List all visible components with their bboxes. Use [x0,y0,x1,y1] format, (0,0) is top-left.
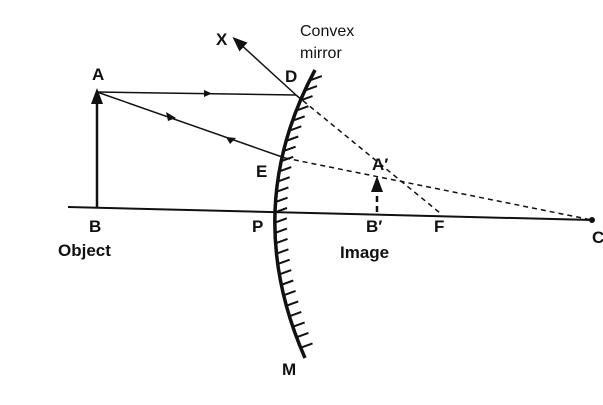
mirror-hatch-mark [286,135,299,142]
mirror-hatch-mark [284,289,296,296]
mirror-hatch-mark [301,342,313,349]
mirror-hatch-mark [293,115,306,122]
mirror-hatch-mark [289,125,302,132]
ray-arrow-icon [226,137,236,144]
ray-arrow-icon [166,112,176,121]
mirror-hatch-mark [276,238,288,244]
label-object: Object [58,241,111,260]
mirror-hatch-mark [275,227,288,234]
ray-arrow-icon [204,90,212,97]
label-M: M [282,360,296,379]
label-A: A [92,65,104,84]
mirror-hatch-mark [275,207,288,213]
label-C: C [592,228,603,247]
incident-ray-toward-C [96,91,286,159]
mirror-title-line1: Convex [300,23,354,40]
virtual-ray-D-to-F [295,94,441,214]
mirror-hatch-mark [279,166,292,172]
mirror-hatch-mark [286,300,299,307]
mirror-hatch-mark [289,310,302,317]
mirror-hatch-mark [279,269,292,276]
label-X: X [216,30,228,49]
label-B: B [89,217,101,236]
mirror-hatch-mark [293,321,306,328]
label-D: D [285,67,297,86]
center-of-curvature-point [589,217,595,223]
incident-ray-parallel [96,91,297,96]
label-F: F [434,217,444,236]
virtual-ray-E-to-C [284,157,593,221]
mirror-hatch-mark [310,75,323,81]
label-B-prime: B′ [366,217,382,236]
reflected-ray-DX [232,36,297,96]
mirror-hatch-mark [297,331,309,338]
mirror-hatch-mark [297,105,309,112]
label-A-prime: A′ [372,155,388,174]
mirror-title-line2: mirror [300,45,342,62]
mirror-hatch-mark [276,196,288,203]
mirror-hatch-mark [277,248,289,255]
principal-axis [67,206,593,221]
mirror-hatch-mark [278,258,291,265]
label-P: P [252,217,263,236]
mirror-hatch-mark [277,186,289,193]
image-arrowhead [371,176,383,192]
label-image: Image [340,243,389,262]
mirror-hatch-mark [305,85,318,91]
mirror-hatch-mark [278,176,291,183]
object-arrowhead [91,88,103,104]
label-E: E [256,162,267,181]
mirror-hatch-mark [275,217,288,224]
convex-mirror-surface [273,69,317,359]
mirror-hatch-mark [281,279,294,286]
mirror-hatch-mark [284,145,296,152]
mirror-hatch-mark [301,95,313,102]
